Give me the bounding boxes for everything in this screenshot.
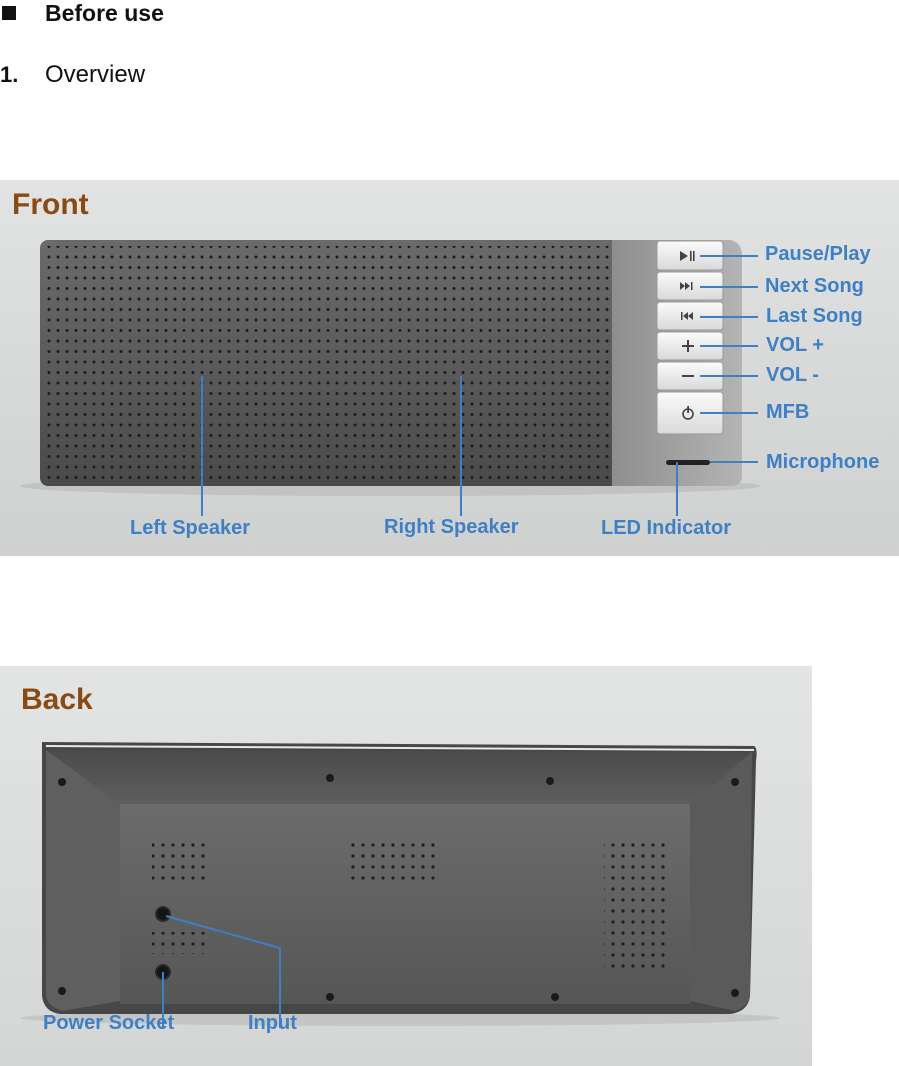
- square-bullet-icon: [2, 6, 16, 20]
- speaker-grille-holes: [44, 246, 610, 480]
- label-microphone: Microphone: [766, 451, 880, 473]
- label-mfb: MFB: [766, 401, 810, 423]
- back-title: Back: [21, 683, 93, 716]
- label-last-song: Last Song: [766, 305, 863, 327]
- subsection-title: Overview: [45, 61, 146, 88]
- section-heading: Before use: [45, 0, 164, 26]
- screws: [58, 774, 739, 1001]
- label-vol-down: VOL -: [766, 364, 819, 386]
- front-speaker-illustration: [20, 240, 760, 516]
- callout-lines: [201, 255, 758, 516]
- control-buttons: [656, 240, 724, 435]
- back-view-figure: Back Power Socket Input: [0, 666, 812, 1066]
- front-view-figure: Front Pause/Play Next Song Last Song VOL…: [0, 180, 899, 556]
- microphone-slot: [666, 460, 710, 465]
- label-next-song: Next Song: [765, 275, 864, 297]
- label-pause-play: Pause/Play: [765, 243, 871, 265]
- back-speaker-illustration: [20, 742, 780, 1028]
- input-jack: [155, 906, 171, 922]
- back-callout-lines: [162, 915, 281, 1028]
- back-main-panel: [120, 804, 690, 1004]
- label-vol-up: VOL +: [766, 334, 824, 356]
- label-right-speaker: Right Speaker: [384, 516, 519, 538]
- subsection-number: 1.: [0, 62, 19, 87]
- label-left-speaker: Left Speaker: [130, 517, 251, 539]
- button-glyphs: [680, 251, 695, 420]
- label-led-indicator: LED Indicator: [601, 517, 732, 539]
- front-title: Front: [12, 188, 89, 221]
- label-input: Input: [248, 1012, 297, 1034]
- label-power-socket: Power Socket: [43, 1012, 175, 1034]
